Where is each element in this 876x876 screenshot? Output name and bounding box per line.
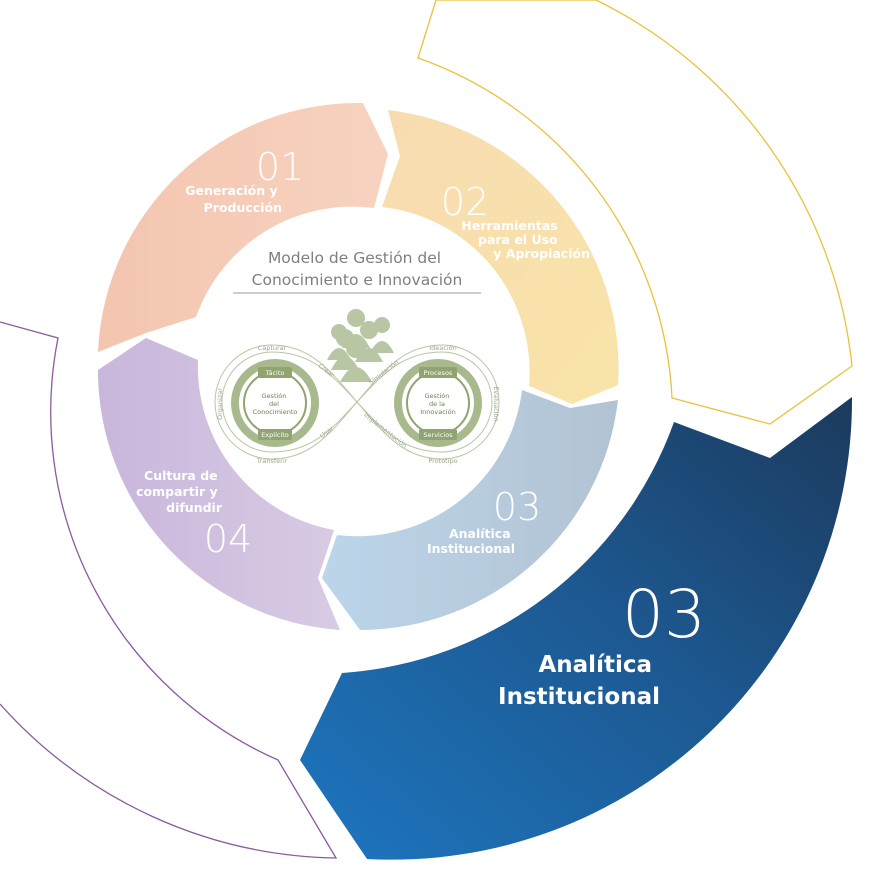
- people-group-icon: [327, 309, 394, 382]
- model-title: Modelo de Gestión del Conocimiento e Inn…: [252, 249, 463, 289]
- highlight-label: Analítica Institucional: [498, 652, 660, 710]
- infinity-loop: [214, 344, 500, 460]
- label-organizar: Organizar: [216, 388, 224, 420]
- purple-outline-arc: [0, 321, 338, 859]
- segment-01-number: 01: [256, 145, 304, 189]
- segment-02-number: 02: [441, 180, 489, 224]
- knowledge-hub-bottom: Explícito: [261, 431, 289, 439]
- segment-03[interactable]: [322, 390, 618, 630]
- segment-02-label: Herramientas para el Uso y Apropiación: [461, 218, 590, 261]
- label-prototipo: Prototipo: [428, 457, 457, 465]
- innovation-hub-label: Gestión de la Innovación: [420, 392, 455, 416]
- label-ideacion: Ideación: [429, 344, 457, 352]
- label-transferir: Transferir: [256, 457, 288, 465]
- label-evaluacion: Evaluación: [492, 386, 500, 421]
- label-crear: Crear: [317, 362, 336, 379]
- segment-03-number: 03: [493, 485, 541, 529]
- innovation-hub: Procesos Servicios Gestión de la Innovac…: [394, 359, 482, 447]
- segment-01-label: Generación y Producción: [185, 183, 282, 215]
- label-simulacion: Simulación: [367, 358, 400, 386]
- knowledge-hub: Tácito Explícito Gestión del Conocimient…: [231, 359, 319, 447]
- label-capturar: Capturar: [258, 344, 287, 352]
- segment-04-label: Cultura de compartir y difundir: [136, 468, 223, 515]
- segment-01[interactable]: [98, 102, 388, 352]
- gold-outline-arc: [417, 0, 853, 425]
- innovation-hub-top: Procesos: [424, 369, 453, 377]
- segment-04[interactable]: [97, 338, 340, 630]
- knowledge-hub-top: Tácito: [265, 369, 285, 377]
- segment-04-number: 04: [204, 517, 252, 561]
- segment-03-label: Analítica Institucional: [427, 526, 515, 556]
- segment-02[interactable]: [382, 110, 619, 404]
- knowledge-hub-label: Gestión del Conocimiento: [253, 392, 298, 416]
- highlight-segment-03: [300, 397, 853, 860]
- highlight-number: 03: [622, 576, 706, 653]
- innovation-hub-bottom: Servicios: [423, 431, 453, 439]
